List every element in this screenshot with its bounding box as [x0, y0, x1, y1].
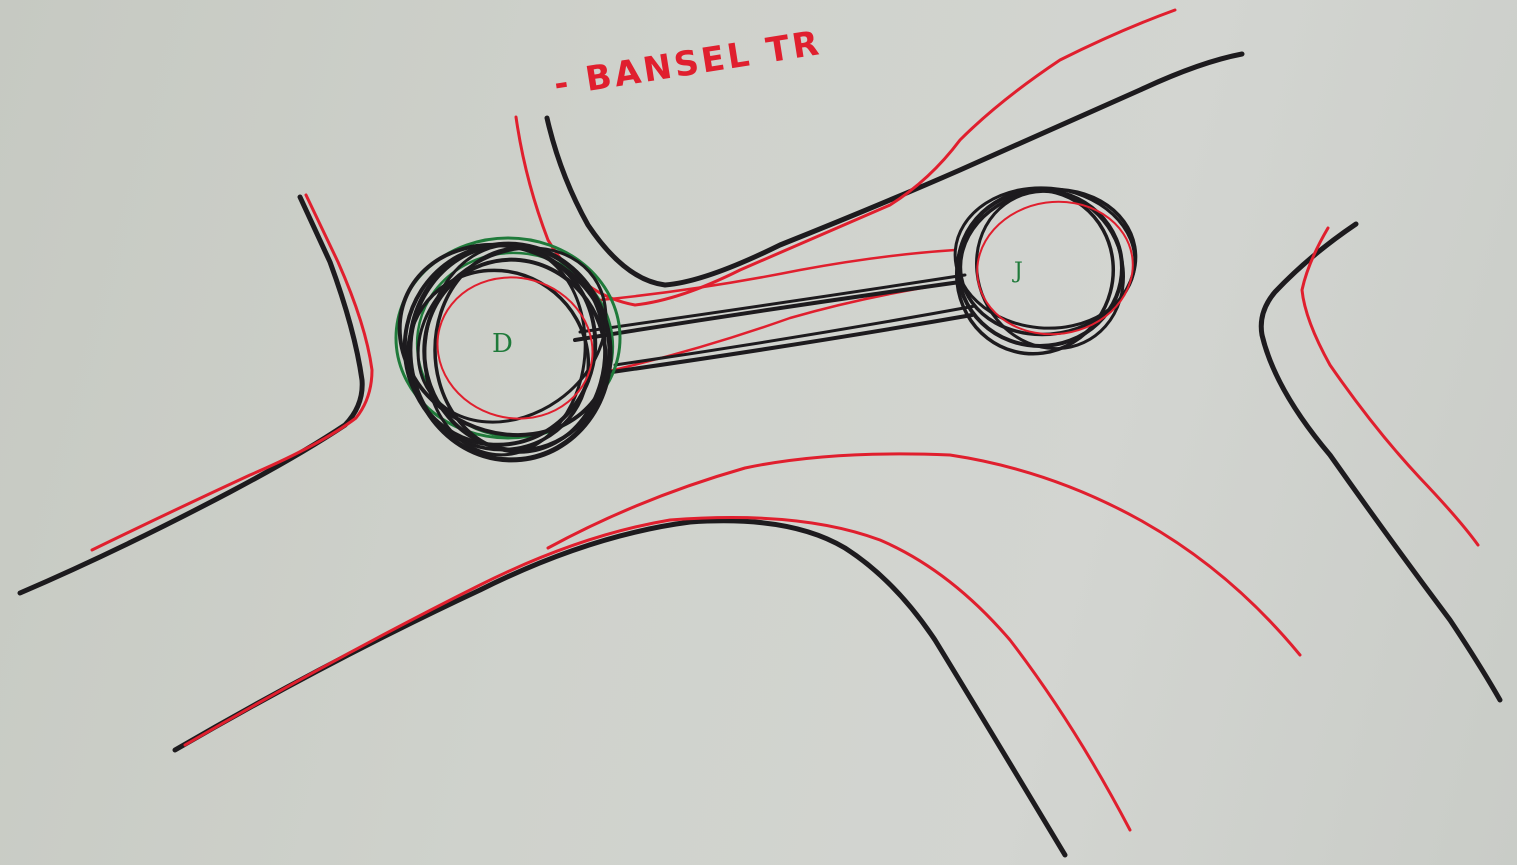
header-label: - BANSEL TR: [551, 23, 824, 105]
roundabout-left-label: D: [492, 329, 513, 359]
roundabout-right: J: [938, 167, 1149, 373]
road-edge-lower-black: [175, 521, 1065, 855]
roundabout-right-label: J: [1012, 259, 1023, 284]
road-edge-upper-left-red: [92, 195, 372, 550]
road-edge-right-black: [1261, 224, 1500, 700]
road-edge-upper-left-black: [20, 197, 362, 593]
road-edge-right-red: [1302, 228, 1478, 545]
road-edge-lower-red-inner: [185, 518, 1130, 831]
roundabout-left: D: [368, 211, 642, 487]
connector-black-top: [575, 282, 960, 340]
connector-black-bottom-2: [615, 306, 975, 365]
